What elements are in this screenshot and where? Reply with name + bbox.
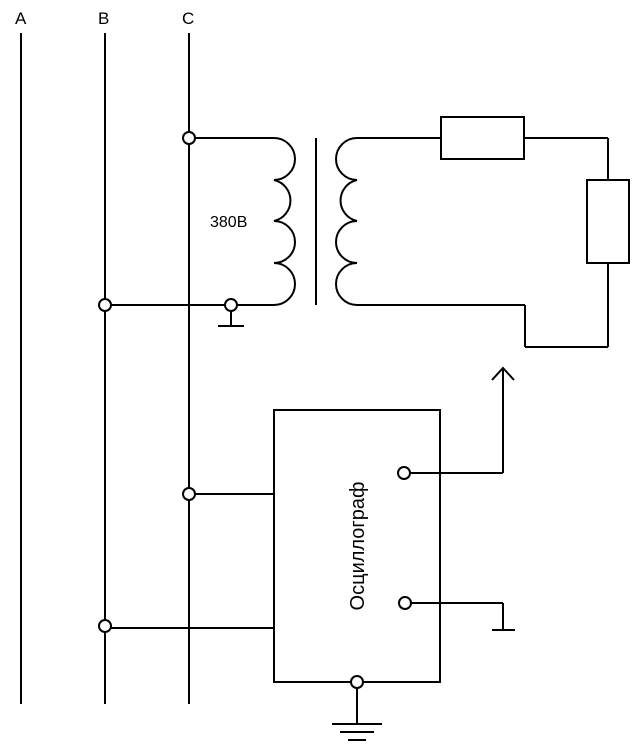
oscilloscope-box [273,409,441,683]
junction-node [98,619,112,633]
bus-label-b: B [98,9,109,28]
junction-node [224,298,238,312]
junction-node [182,131,196,145]
transformer-voltage-label: 380В [210,214,247,231]
junction-node [182,487,196,501]
resistor-horizontal [440,116,525,160]
resistor-vertical [586,179,630,264]
bus-label-c: C [182,9,194,28]
oscilloscope-output-ground [405,602,515,631]
bus-label-a: A [15,9,27,28]
transformer-primary-winding [105,137,296,306]
junction-node [98,298,112,312]
oscilloscope-output-signal [404,366,515,474]
terminal-node [397,466,411,480]
load-circuit [524,137,609,348]
terminal-node [398,596,412,610]
ground-symbol-chassis [332,682,382,741]
terminal-node [350,675,364,689]
oscilloscope-label: Осциллограф [347,482,369,611]
transformer-secondary-winding [335,137,525,306]
